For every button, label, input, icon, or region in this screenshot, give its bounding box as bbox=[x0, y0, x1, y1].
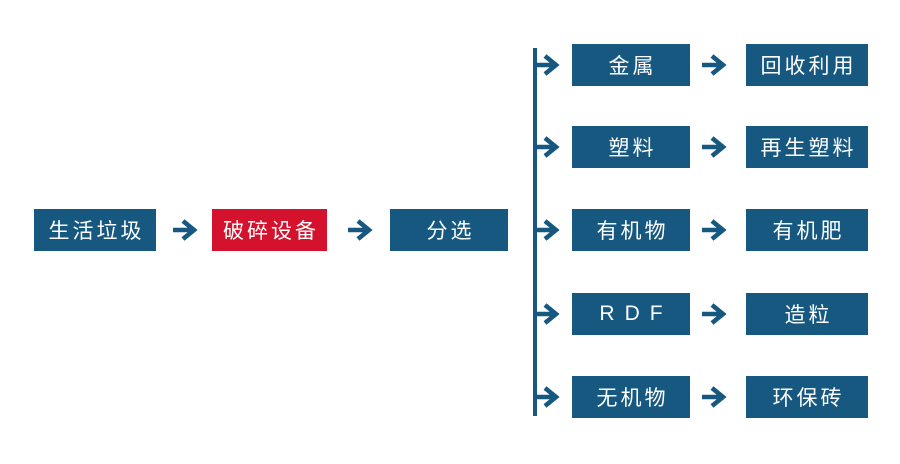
node-eco-brick: 环保砖 bbox=[746, 376, 868, 418]
node-granulation: 造粒 bbox=[746, 293, 868, 335]
main-chain-row: 生活垃圾 破碎设备 分选 bbox=[0, 209, 900, 251]
node-label: 金属 bbox=[608, 55, 657, 78]
branch-row-rdf: RDF 造粒 bbox=[0, 293, 900, 335]
arrow-right-icon bbox=[173, 219, 198, 241]
branch-row-inorganic: 无机物 环保砖 bbox=[0, 376, 900, 418]
node-label: 生活垃圾 bbox=[48, 220, 145, 243]
arrow-right-icon bbox=[702, 386, 727, 408]
branch-row-metal: 金属 回收利用 bbox=[0, 44, 900, 86]
node-recycling: 回收利用 bbox=[746, 44, 868, 86]
node-label: 分选 bbox=[426, 220, 475, 243]
node-label: RDF bbox=[599, 302, 673, 325]
arrow-right-icon bbox=[535, 386, 560, 408]
arrow-right-icon bbox=[702, 54, 727, 76]
node-label: 有机肥 bbox=[772, 220, 845, 243]
arrow-right-icon bbox=[535, 54, 560, 76]
node-inorganic-matter: 无机物 bbox=[572, 376, 690, 418]
node-label: 破碎设备 bbox=[223, 220, 319, 243]
node-household-waste: 生活垃圾 bbox=[34, 209, 156, 251]
node-label: 环保砖 bbox=[772, 387, 845, 410]
node-sorting: 分选 bbox=[390, 209, 508, 251]
node-label: 造粒 bbox=[784, 304, 833, 327]
node-organic-fertilizer: 有机肥 bbox=[746, 209, 868, 251]
arrow-right-icon bbox=[348, 219, 373, 241]
arrow-right-icon bbox=[702, 136, 727, 158]
node-crushing-equipment: 破碎设备 bbox=[212, 209, 327, 251]
node-plastic: 塑料 bbox=[572, 126, 690, 168]
node-label: 再生塑料 bbox=[760, 137, 857, 160]
arrow-right-icon bbox=[702, 219, 727, 241]
node-metal: 金属 bbox=[572, 44, 690, 86]
node-organic-matter: 有机物 bbox=[572, 209, 690, 251]
arrow-right-icon bbox=[535, 219, 560, 241]
arrow-right-icon bbox=[535, 303, 560, 325]
branch-row-organic: 有机物 有机肥 bbox=[0, 209, 900, 251]
node-recycled-plastic: 再生塑料 bbox=[746, 126, 868, 168]
node-rdf: RDF bbox=[572, 293, 690, 335]
node-label: 回收利用 bbox=[760, 55, 857, 78]
arrow-right-icon bbox=[535, 136, 560, 158]
arrow-right-icon bbox=[702, 303, 727, 325]
node-label: 塑料 bbox=[608, 137, 657, 160]
branch-row-plastic: 塑料 再生塑料 bbox=[0, 126, 900, 168]
node-label: 有机物 bbox=[596, 220, 669, 243]
node-label: 无机物 bbox=[596, 387, 669, 410]
